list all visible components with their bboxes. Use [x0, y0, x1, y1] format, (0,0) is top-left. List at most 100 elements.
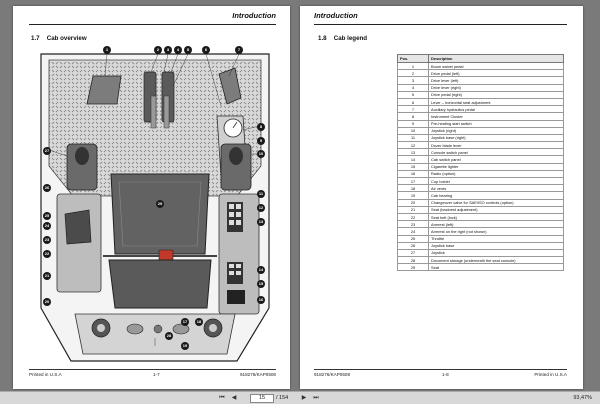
- legend-pos: 26: [397, 241, 429, 250]
- legend-desc: Changeover valve for SAE/ISO controls (o…: [428, 198, 564, 207]
- callout-20: 20: [43, 298, 51, 306]
- callout-23: 23: [43, 236, 51, 244]
- callout-10: 10: [257, 150, 265, 158]
- legend-desc: Auxiliary hydraulics pedal: [428, 105, 564, 114]
- legend-pos: 3: [397, 76, 429, 85]
- callout-2: 2: [154, 46, 162, 54]
- callout-25: 25: [43, 212, 51, 220]
- legend-pos: 17: [397, 176, 429, 186]
- legend-desc: Radio (option): [428, 169, 564, 179]
- legend-desc: Drive pedal (right): [428, 90, 564, 99]
- last-page-button[interactable]: ⏭: [312, 394, 320, 402]
- legend-desc: Drive pedal (left): [428, 69, 564, 78]
- left-page-header: Introduction: [29, 10, 276, 25]
- legend-desc: Joystick: [428, 248, 564, 258]
- callout-16: 16: [257, 296, 265, 304]
- legend-pos: 9: [397, 119, 429, 128]
- callout-13: 13: [257, 218, 265, 226]
- legend-pos: 16: [397, 169, 429, 179]
- legend-desc: Drive lever (right): [428, 83, 564, 92]
- callout-5: 5: [184, 46, 192, 54]
- legend-header-desc: Description: [428, 54, 564, 63]
- callout-8: 8: [257, 123, 265, 131]
- legend-pos: 1: [397, 61, 429, 71]
- next-page-button[interactable]: ▶: [300, 394, 308, 402]
- legend-desc: Seat belt (lock): [428, 212, 564, 222]
- legend-desc: Dozer blade lever: [428, 141, 564, 150]
- legend-desc: Armrest (left): [428, 220, 564, 229]
- cab-drawing: [40, 53, 270, 362]
- callout-18: 18: [195, 318, 203, 326]
- legend-pos: 13: [397, 148, 429, 157]
- zoom-level[interactable]: 93,47%: [573, 395, 592, 401]
- prev-page-button[interactable]: ◀: [230, 394, 238, 402]
- callout-14: 14: [257, 266, 265, 274]
- legend-desc: Seat (backrest adjustment): [428, 205, 564, 214]
- left-page-footer: Printed in U.S.A 1-7 918276/KAP0508: [29, 369, 276, 379]
- left-footer-left: Printed in U.S.A: [29, 372, 62, 377]
- right-footer-center: 1-8: [442, 372, 449, 377]
- callout-1: 1: [103, 46, 111, 54]
- right-footer-right: Printed in U.S.A: [534, 372, 567, 377]
- legend-desc: Pre-heating start switch: [428, 119, 564, 128]
- callout-27: 27: [43, 147, 51, 155]
- page-right: Introduction 1.8 Cab legend Pos. Descrip…: [300, 6, 583, 389]
- next-page-icon: ▶: [301, 395, 307, 401]
- legend-pos: 25: [397, 234, 429, 243]
- callout-22: 22: [43, 250, 51, 258]
- callout-3: 3: [164, 46, 172, 54]
- legend-header-row: Pos. Description: [397, 54, 564, 63]
- legend-desc: Cab switch panel: [428, 155, 564, 164]
- legend-pos: 5: [397, 90, 429, 99]
- callout-26: 26: [43, 184, 51, 192]
- legend-desc: Cup holder: [428, 176, 564, 186]
- legend-desc: Throttle: [428, 234, 564, 243]
- legend-pos: 22: [397, 212, 429, 222]
- left-footer-right: 918276/KAP0508: [239, 372, 276, 377]
- legend-desc: Joystick (right): [428, 126, 564, 135]
- callout-11: 11: [257, 190, 265, 198]
- legend-pos: 8: [397, 112, 429, 121]
- legend-pos: 20: [397, 198, 429, 207]
- legend-pos: 27: [397, 248, 429, 258]
- legend-desc: Seat: [428, 263, 564, 272]
- page-left: Introduction 1.7 Cab overview: [13, 6, 290, 389]
- legend-desc: Console switch panel: [428, 148, 564, 157]
- cab-diagram: 1 2 3 4 5 6 7 8 9 10 11 12 13 14 15 16 1…: [31, 46, 277, 368]
- left-section-title: Cab overview: [46, 35, 87, 42]
- callout-21: 21: [43, 272, 51, 280]
- page-number-input[interactable]: 15: [250, 394, 274, 403]
- legend-pos: 4: [397, 83, 429, 92]
- callout-7: 7: [235, 46, 243, 54]
- callout-12: 12: [257, 204, 265, 212]
- callout-19: 19: [181, 342, 189, 350]
- callout-29: 29: [156, 200, 164, 208]
- first-page-button[interactable]: ⏮: [218, 394, 226, 402]
- first-page-icon: ⏮: [219, 395, 225, 401]
- legend-pos: 11: [397, 133, 429, 143]
- legend-pos: 10: [397, 126, 429, 135]
- callout-4: 4: [174, 46, 182, 54]
